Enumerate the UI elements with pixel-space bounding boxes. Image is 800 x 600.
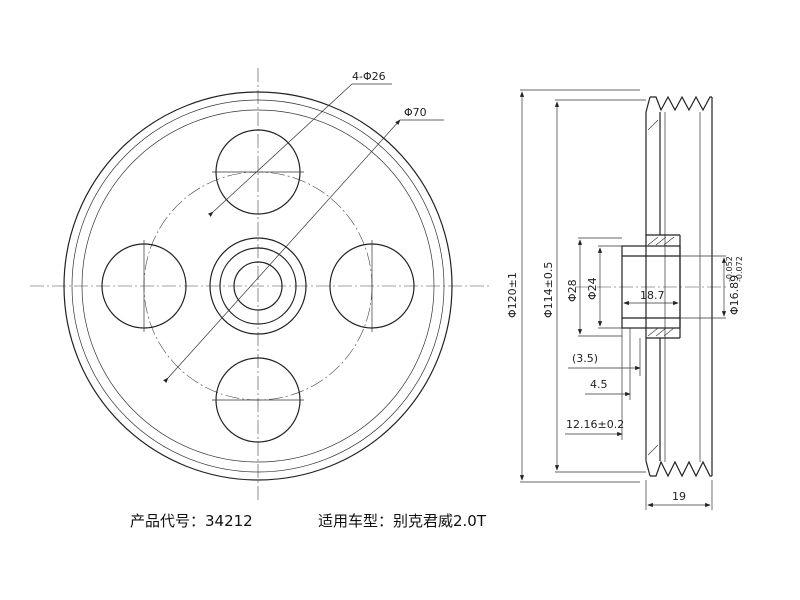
offset-b-label: 4.5	[590, 378, 608, 391]
pitch-circle-label: Φ70	[404, 106, 427, 119]
offset-c-label: 12.16±0.2	[566, 418, 624, 431]
hub-length-label: 18.7	[640, 289, 665, 302]
outer-rim-circle	[63, 91, 453, 481]
hub-inner-label: Φ24	[586, 277, 599, 300]
bore-tol-lower-label: -0.072	[735, 256, 744, 282]
section-hatching	[647, 119, 675, 456]
section-view: Φ120±1 Φ114±0.5 Φ28 Φ24 18.7 Φ16.89 -0.0…	[506, 89, 744, 510]
groove-teeth-top	[650, 95, 712, 112]
inner-rim-circle	[81, 109, 435, 463]
hole-leader-line	[207, 83, 353, 217]
offset-a-label: (3.5)	[572, 352, 598, 365]
hole-pattern-label: 4-Φ26	[352, 70, 386, 83]
pitch-leader-line	[163, 119, 401, 384]
outer-diameter-label: Φ120±1	[506, 272, 519, 318]
width-label: 19	[672, 490, 686, 503]
product-code-caption: 产品代号：34212	[130, 512, 253, 530]
front-view: 4-Φ26 Φ70	[30, 68, 490, 500]
groove-rim-circle	[71, 99, 445, 473]
hub-outer-label: Φ28	[566, 279, 579, 302]
bore-label: Φ16.89	[728, 275, 741, 315]
groove-teeth-bottom	[650, 460, 712, 478]
applicable-model-caption: 适用车型：别克君威2.0T	[318, 512, 487, 530]
bore-tol-upper-label: -0.052	[725, 256, 734, 282]
groove-diameter-label: Φ114±0.5	[542, 262, 555, 318]
